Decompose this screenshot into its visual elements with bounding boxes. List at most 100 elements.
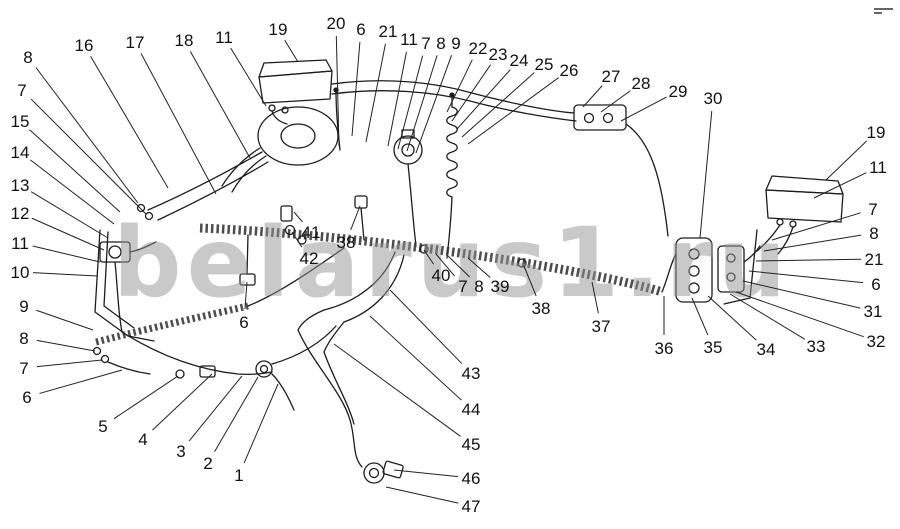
callout-label: 20 [327, 14, 346, 33]
callout-leader [385, 486, 459, 504]
callout-leader [351, 41, 361, 137]
callout-label: 28 [632, 74, 651, 93]
callout-label: 16 [75, 36, 94, 55]
callout-label: 25 [535, 55, 554, 74]
connector-block [573, 104, 669, 237]
callout-leader [456, 69, 511, 130]
callout-label: 5 [98, 417, 107, 436]
callout-leader [620, 96, 667, 122]
callout-label: 29 [669, 82, 688, 101]
corner-mark [874, 8, 893, 14]
callout-leader [600, 90, 631, 113]
callout-leader [813, 172, 867, 199]
callout-label: 39 [491, 277, 510, 296]
callout-label: 9 [19, 297, 28, 316]
callout-label: 4 [138, 430, 147, 449]
callout-label: 36 [655, 339, 674, 358]
callout-label: 46 [462, 469, 481, 488]
callout-leader [447, 255, 471, 278]
callout-leader [763, 234, 862, 252]
callout-label: 22 [469, 39, 488, 58]
callout-leader [230, 47, 267, 107]
callout-leader [36, 339, 96, 352]
callout-leader [699, 110, 713, 239]
callout-leader [113, 375, 179, 420]
callout-label: 11 [11, 234, 29, 253]
callout-label: 1 [234, 466, 243, 485]
left-branch-wires [147, 151, 269, 221]
callout-label: 40 [432, 266, 451, 285]
callout-label: 38 [337, 233, 356, 252]
callout-label: 30 [704, 89, 723, 108]
callout-leader [243, 383, 279, 464]
callout-label: 11 [215, 28, 233, 47]
callout-label: 11 [400, 30, 418, 49]
left-harness-loom [95, 302, 249, 346]
callout-label: 10 [11, 263, 30, 282]
callout-leader [825, 140, 867, 181]
mid-descending-wires [297, 251, 405, 353]
callout-label: 43 [462, 364, 481, 383]
callout-label: 42 [300, 249, 319, 268]
callout-leader [32, 245, 101, 263]
callout-leader [393, 469, 459, 478]
callout-leader [755, 258, 862, 262]
callout-leader [90, 55, 169, 189]
callout-label: 19 [269, 20, 288, 39]
callout-leader [30, 191, 109, 239]
loom-fittings [239, 195, 527, 286]
callout-leader [39, 369, 123, 394]
callout-label: 12 [11, 204, 30, 223]
watermark: belarus1.ru [113, 207, 791, 319]
callout-leader [36, 309, 94, 331]
callout-label: 38 [532, 299, 551, 318]
coil-spring [446, 106, 458, 198]
bottom-cable [297, 329, 363, 468]
callout-label: 37 [592, 317, 611, 336]
left-bracket-assembly [92, 203, 157, 375]
callout-label: 13 [11, 176, 30, 195]
callout-label: 8 [19, 329, 28, 348]
callout-leader [188, 375, 243, 442]
loom-link-wire [247, 247, 345, 307]
callout-label: 7 [421, 34, 430, 53]
callout-label: 2 [203, 454, 212, 473]
callout-leader [387, 51, 407, 147]
callout-leader [152, 373, 213, 431]
callout-leader [32, 272, 98, 277]
bottom-plug [363, 460, 404, 484]
callout-leader [435, 253, 455, 277]
main-harness-loom [199, 223, 664, 297]
relay-top-right [723, 175, 844, 305]
callout-leader [446, 59, 473, 113]
callout-label: 45 [462, 435, 481, 454]
callout-leader [397, 55, 424, 150]
callout-leader [423, 249, 435, 265]
callout-label: 35 [704, 338, 723, 357]
callout-label: 6 [22, 388, 31, 407]
callout-label: 21 [865, 250, 884, 269]
callout-label: 15 [11, 112, 30, 131]
callout-label: 27 [602, 67, 621, 86]
callout-leader [748, 270, 864, 284]
round-sensor [393, 129, 423, 247]
callout-leader [214, 376, 259, 453]
callout-label: 8 [869, 224, 878, 243]
callout-leader [707, 295, 757, 341]
callout-leader [30, 159, 115, 225]
bottom-connectors [121, 325, 337, 411]
callout-leader [735, 291, 864, 338]
callout-label: 41 [302, 223, 321, 242]
callout-leader [467, 257, 491, 278]
callout-label: 32 [867, 332, 886, 351]
callout-label: 17 [126, 33, 145, 52]
callout-leader [365, 43, 386, 143]
callout-leader [291, 231, 303, 248]
callout-leader [369, 315, 462, 401]
callout-label: 7 [868, 200, 877, 219]
callout-leader [29, 129, 121, 213]
callout-leader [350, 205, 361, 231]
